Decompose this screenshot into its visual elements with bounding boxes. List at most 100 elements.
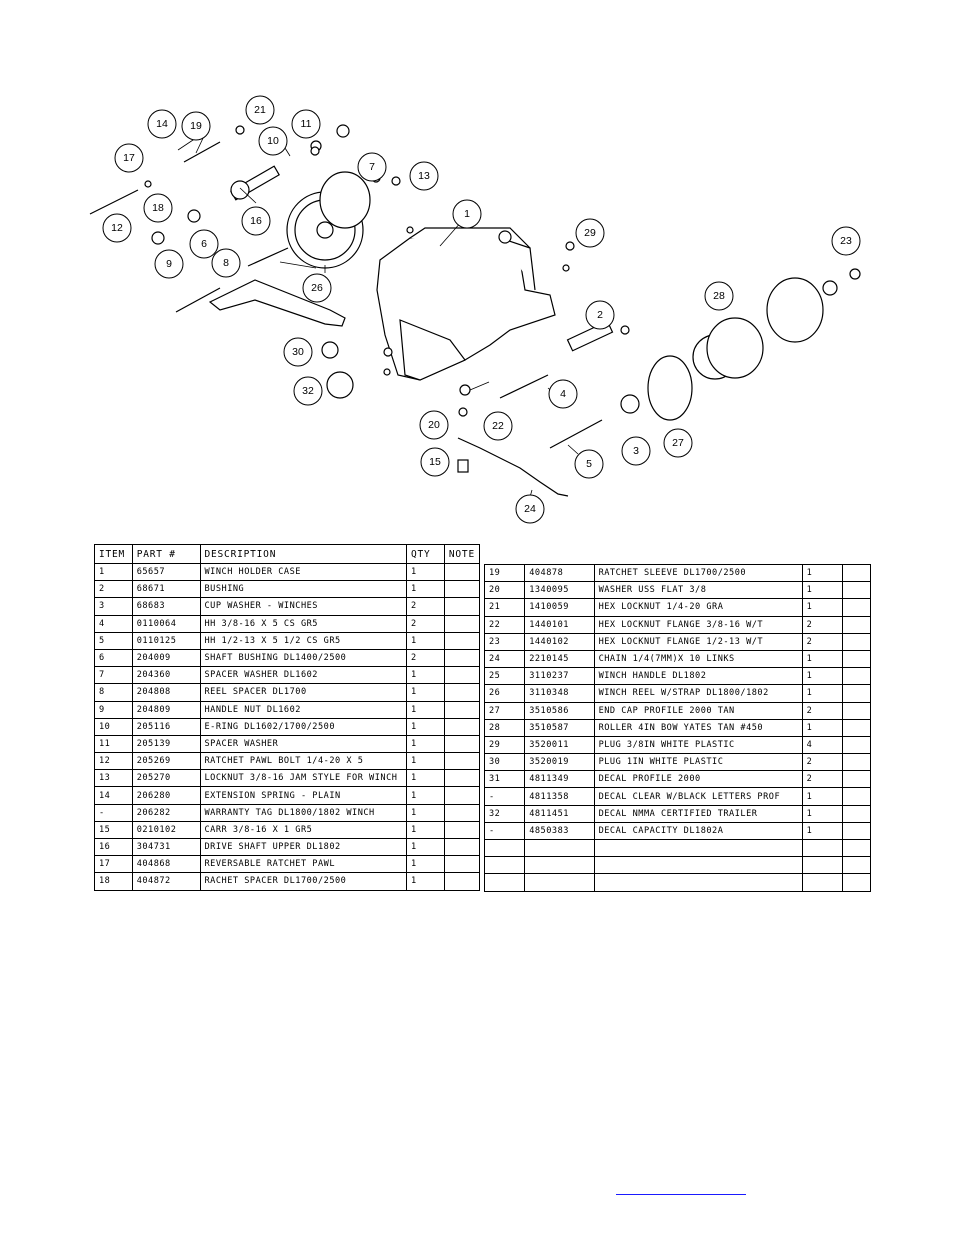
cell-note bbox=[443, 717, 481, 736]
callout-label: 21 bbox=[254, 104, 266, 116]
cell-part-number: 4811358 bbox=[524, 787, 595, 806]
cell-part-number: 205269 bbox=[131, 752, 201, 771]
cell-description: HEX LOCKNUT FLANGE 1/2-13 W/T bbox=[593, 632, 803, 651]
cell-item: 22 bbox=[483, 615, 526, 634]
cell-qty: 2 bbox=[801, 753, 843, 772]
cell-note bbox=[841, 649, 872, 669]
cell-description: DECAL PROFILE 2000 bbox=[593, 770, 803, 789]
callout-label: 32 bbox=[302, 385, 314, 397]
cell-note bbox=[443, 700, 481, 719]
cell-qty: 1 bbox=[405, 786, 445, 805]
callout-bubble: 16 bbox=[241, 206, 271, 236]
cell-note bbox=[841, 735, 872, 755]
cell-description: RATCHET PAWL BOLT 1/4-20 X 5 bbox=[199, 752, 407, 771]
cell-note bbox=[443, 837, 481, 857]
callout-bubble: 13 bbox=[409, 161, 439, 191]
cell-qty: 2 bbox=[405, 648, 445, 668]
cell-description: CHAIN 1/4(7MM)X 10 LINKS bbox=[593, 649, 803, 669]
cell-part-number: 3520019 bbox=[524, 753, 595, 772]
cell-note bbox=[443, 631, 481, 650]
cell-note bbox=[841, 615, 872, 634]
callout-bubble: 2 bbox=[585, 300, 615, 330]
callout-label: 4 bbox=[560, 388, 566, 400]
cell-part-number: 204360 bbox=[131, 666, 201, 685]
cell-description: DECAL CLEAR W/BLACK LETTERS PROF bbox=[593, 787, 803, 806]
callout-bubble: 27 bbox=[663, 428, 693, 458]
cell-part-number bbox=[524, 856, 595, 875]
cell-qty: 1 bbox=[405, 562, 445, 582]
callout-bubble: 30 bbox=[283, 337, 313, 367]
cell-description: WINCH HANDLE DL1802 bbox=[593, 667, 803, 686]
callout-bubble: 4 bbox=[548, 379, 578, 409]
callout-label: 2 bbox=[597, 309, 603, 321]
cell-part-number: 205139 bbox=[131, 734, 201, 754]
callout-label: 7 bbox=[369, 161, 375, 173]
cell-note bbox=[443, 648, 481, 668]
cell-part-number: 1340095 bbox=[524, 581, 595, 600]
cell-part-number: 68683 bbox=[131, 597, 201, 616]
cell-item: 23 bbox=[483, 632, 526, 651]
cell-qty: 1 bbox=[801, 598, 843, 617]
cell-item: 25 bbox=[483, 667, 526, 686]
callout-label: 22 bbox=[492, 420, 504, 432]
header-note: NOTE bbox=[443, 544, 481, 564]
cell-qty: 1 bbox=[405, 717, 445, 736]
cell-description: SHAFT BUSHING DL1400/2500 bbox=[199, 648, 407, 668]
cell-qty: 1 bbox=[405, 580, 445, 599]
callout-bubble: 19 bbox=[181, 111, 211, 141]
cell-note bbox=[841, 563, 872, 583]
cell-qty: 2 bbox=[801, 770, 843, 789]
cell-part-number: 4811451 bbox=[524, 804, 595, 823]
cell-item: 7 bbox=[94, 666, 133, 685]
footer-link[interactable] bbox=[616, 1181, 746, 1195]
cell-part-number: 404868 bbox=[131, 855, 201, 874]
callout-bubble: 10 bbox=[258, 126, 288, 156]
cell-description: RATCHET SLEEVE DL1700/2500 bbox=[593, 563, 803, 583]
cell-qty: 1 bbox=[405, 666, 445, 685]
cell-item: 10 bbox=[94, 717, 133, 736]
cell-note bbox=[841, 856, 872, 875]
cell-item: 8 bbox=[94, 683, 133, 702]
cell-part-number: 2210145 bbox=[524, 649, 595, 669]
callout-label: 15 bbox=[429, 456, 441, 468]
cell-item: 11 bbox=[94, 734, 133, 754]
cell-part-number: 3110237 bbox=[524, 667, 595, 686]
callout-label: 20 bbox=[428, 419, 440, 431]
table-row bbox=[483, 856, 872, 875]
cell-part-number: 65657 bbox=[131, 562, 201, 582]
callout-bubble: 8 bbox=[211, 248, 241, 278]
callout-bubble: 21 bbox=[245, 95, 275, 125]
cell-description bbox=[593, 838, 803, 858]
callout-label: 28 bbox=[713, 290, 725, 302]
cell-note bbox=[841, 753, 872, 772]
cell-description: END CAP PROFILE 2000 TAN bbox=[593, 701, 803, 720]
cell-qty: 1 bbox=[405, 820, 445, 840]
cell-item: 9 bbox=[94, 700, 133, 719]
header-item: ITEM bbox=[94, 544, 133, 564]
cell-part-number: 1440101 bbox=[524, 615, 595, 634]
header-description: DESCRIPTION bbox=[199, 544, 407, 564]
cell-qty: 1 bbox=[405, 631, 445, 650]
cell-part-number: 205116 bbox=[131, 717, 201, 736]
callout-label: 11 bbox=[301, 118, 312, 130]
callout-bubble: 15 bbox=[420, 447, 450, 477]
cell-description: DECAL CAPACITY DL1802A bbox=[593, 821, 803, 841]
cell-part-number: 304731 bbox=[131, 837, 201, 857]
cell-item: - bbox=[483, 821, 526, 841]
